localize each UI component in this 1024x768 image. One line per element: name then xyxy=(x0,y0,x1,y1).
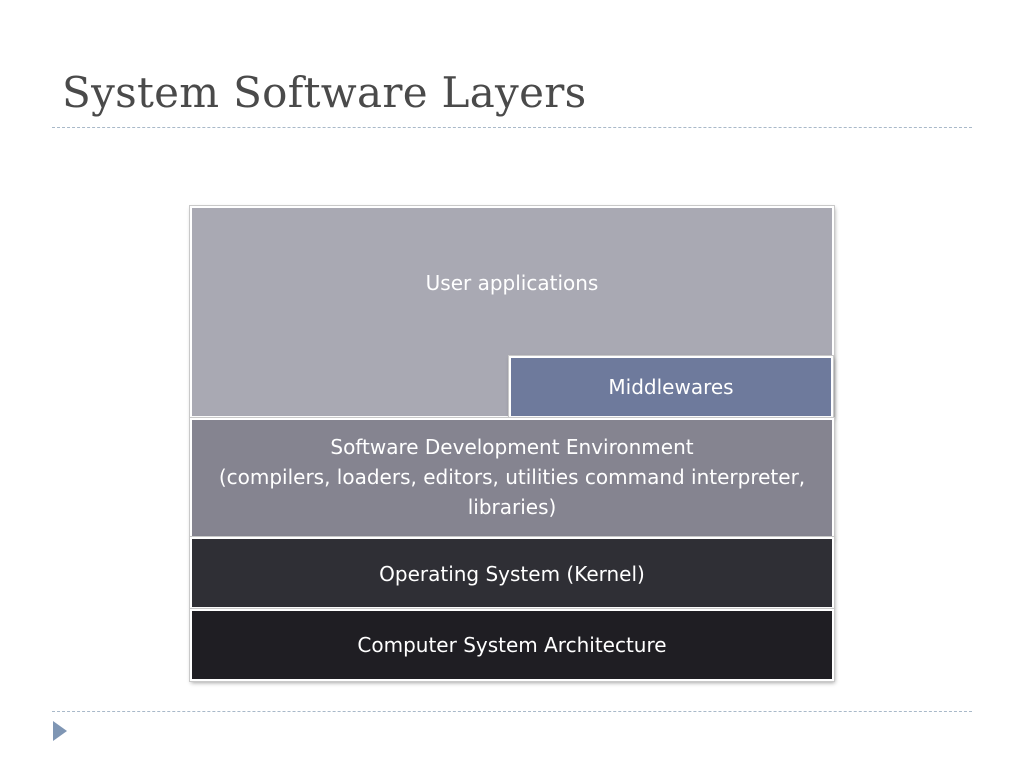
operating-system-label: Operating System (Kernel) xyxy=(379,562,645,586)
sde-label-line2: (compilers, loaders, editors, utilities … xyxy=(218,465,806,489)
user-applications-label: User applications xyxy=(425,271,599,295)
sde-label-line3: libraries) xyxy=(467,495,557,519)
footer-divider xyxy=(52,711,972,712)
operating-system-layer: Operating System (Kernel) xyxy=(190,537,834,609)
title-divider xyxy=(52,127,972,128)
slide-title: System Software Layers xyxy=(62,68,587,117)
computer-system-architecture-label: Computer System Architecture xyxy=(357,633,667,657)
play-triangle-icon xyxy=(53,721,67,741)
middlewares-layer: Middlewares xyxy=(509,356,833,418)
sde-text: Software Development Environment (compil… xyxy=(192,432,832,522)
sde-label-line1: Software Development Environment xyxy=(330,435,694,459)
computer-system-architecture-layer: Computer System Architecture xyxy=(190,609,834,681)
middlewares-label: Middlewares xyxy=(608,375,734,399)
software-development-environment-layer: Software Development Environment (compil… xyxy=(190,418,834,538)
